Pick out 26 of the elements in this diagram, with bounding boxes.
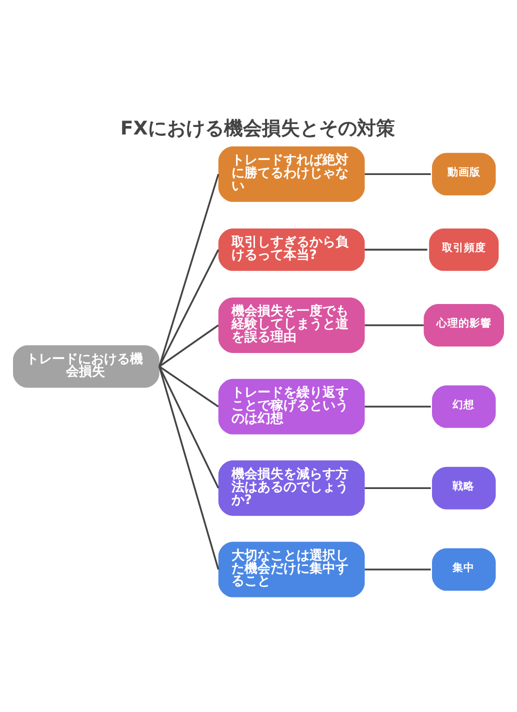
connector <box>158 173 220 366</box>
node-box: 機会損失を一度でも経験してしまうと道を誤る理由 <box>218 296 365 352</box>
connector <box>364 486 431 488</box>
node-box: 心理的影響 <box>424 303 504 346</box>
node-box: トレードすれば絶対に勝てるわけじゃない <box>218 146 365 202</box>
connector <box>364 248 428 250</box>
node-box: 大切なことは選択した機会だけに集中すること <box>218 541 365 597</box>
node-box: トレードを繰り返すことで稼げるというのは幻想 <box>218 378 365 434</box>
node-box: 戦略 <box>432 466 496 509</box>
connector <box>158 366 220 488</box>
connector <box>158 248 220 366</box>
node-box: 幻想 <box>432 384 496 428</box>
node-box: トレードにおける機会損失 <box>13 344 160 388</box>
node-box: 取引頻度 <box>429 228 499 270</box>
connector <box>158 366 220 570</box>
connector <box>364 324 424 326</box>
connector <box>158 324 219 367</box>
connector <box>158 365 219 407</box>
node-box: 機会損失を減らす方法はあるのでしょうか? <box>218 460 365 516</box>
connector <box>364 172 431 175</box>
node-box: 動画版 <box>432 152 496 195</box>
node-box: 取引しすぎるから負けるって本当? <box>218 228 365 270</box>
connector <box>364 405 431 408</box>
node-box: 集中 <box>432 548 496 590</box>
diagram-title: FXにおける機会損失とその対策 <box>120 116 395 139</box>
connector <box>364 568 431 570</box>
